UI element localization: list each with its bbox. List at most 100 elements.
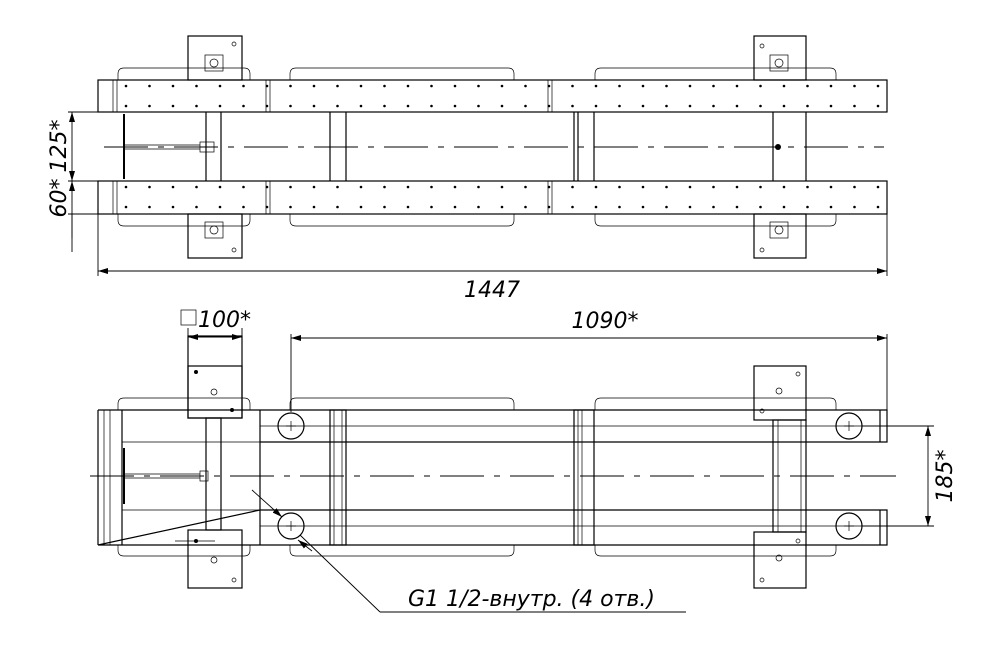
rail-dot: [618, 84, 621, 88]
rail-dot: [265, 84, 269, 88]
rail-dot: [782, 185, 786, 189]
rail-dot: [218, 185, 222, 189]
rail-dot: [242, 104, 245, 108]
top-bracket-right-lower: [753, 213, 807, 259]
rail-dot: [406, 104, 410, 108]
rail-dot: [336, 104, 339, 108]
rail-dot: [524, 205, 527, 209]
rail-dot: [383, 104, 386, 108]
rail-perforation-dots: [124, 84, 880, 209]
rail-dot: [171, 185, 175, 189]
rail-dot: [500, 104, 504, 108]
bottom-view: 100* 1090* 185* G1 1/2-внутр. (4 отв.): [90, 308, 958, 613]
rail-dot: [853, 104, 856, 108]
rail-dot: [124, 185, 128, 189]
rail-dot: [735, 185, 739, 189]
rail-dot: [171, 205, 175, 209]
dim-label-60: 60*: [47, 179, 72, 218]
rail-dot: [148, 185, 151, 189]
rail-dot: [383, 84, 386, 88]
rail-dot: [453, 104, 457, 108]
rail-dot: [477, 205, 480, 209]
rail-dot: [171, 84, 175, 88]
rail-dot: [829, 84, 833, 88]
rail-dot: [218, 205, 222, 209]
rail-dot: [195, 205, 198, 209]
dim-label-100: 100*: [198, 308, 251, 333]
rail-dot: [430, 205, 433, 209]
rail-dot: [688, 205, 692, 209]
rail-dot: [806, 205, 809, 209]
dim-label-1447: 1447: [464, 278, 520, 303]
top-view: 125* 60* 1447: [47, 35, 888, 303]
rail-dot: [782, 84, 786, 88]
rail-dot: [148, 84, 151, 88]
rail-dot: [712, 185, 715, 189]
rail-dot: [289, 84, 292, 88]
dim-label-1090: 1090*: [572, 309, 639, 334]
rail-dot: [594, 104, 598, 108]
rail-dot: [383, 205, 386, 209]
rail-dot: [477, 104, 480, 108]
rail-dot: [265, 104, 269, 108]
rail-dot: [500, 205, 504, 209]
rail-dot: [148, 104, 151, 108]
rail-dot: [759, 104, 762, 108]
rail-dot: [618, 104, 621, 108]
rail-dot: [312, 205, 316, 209]
rail-dot: [853, 84, 856, 88]
rail-dot: [735, 84, 739, 88]
port-callout: G1 1/2-внутр. (4 отв.): [251, 489, 686, 613]
bottom-bracket-left-upper: [187, 335, 243, 419]
rail-dot: [477, 84, 480, 88]
rail-dot: [641, 104, 645, 108]
rail-dot: [453, 205, 457, 209]
rail-dot: [853, 205, 856, 209]
rail-dot: [594, 205, 598, 209]
rail-dot: [477, 185, 480, 189]
rail-dot: [359, 185, 363, 189]
rail-dot: [665, 185, 668, 189]
rail-dot: [641, 84, 645, 88]
dim-1447: 1447: [97, 214, 888, 303]
bottom-cross-members: [205, 409, 807, 546]
dim-185: 185*: [862, 425, 958, 527]
rail-dot: [876, 84, 880, 88]
rail-dot: [524, 104, 527, 108]
rail-dot: [688, 185, 692, 189]
rail-dot: [312, 185, 316, 189]
port-callout-text: G1 1/2-внутр. (4 отв.): [408, 587, 655, 612]
bottom-frame-body: [97, 409, 888, 546]
rail-dot: [571, 205, 574, 209]
rail-dot: [406, 84, 410, 88]
rail-dot: [712, 205, 715, 209]
rail-dot: [782, 104, 786, 108]
rail-dot: [547, 84, 551, 88]
rail-dot: [453, 185, 457, 189]
rail-dot: [242, 84, 245, 88]
rail-dot: [336, 84, 339, 88]
rail-dot: [641, 185, 645, 189]
rail-dot: [829, 185, 833, 189]
bottom-bracket-left-lower: [175, 529, 243, 589]
rail-dot: [359, 104, 363, 108]
rail-dot: [735, 205, 739, 209]
rail-dot: [876, 104, 880, 108]
rail-dot: [571, 185, 574, 189]
rail-dot: [312, 104, 316, 108]
rail-dot: [571, 104, 574, 108]
rail-dot: [430, 84, 433, 88]
rail-dot: [289, 104, 292, 108]
rail-dot: [594, 84, 598, 88]
rail-dot: [759, 84, 762, 88]
rail-dot: [665, 84, 668, 88]
top-rail-upper: [97, 79, 888, 113]
top-bracket-right-upper: [753, 35, 807, 81]
rail-dot: [430, 104, 433, 108]
rail-dot: [171, 104, 175, 108]
rail-dot: [688, 104, 692, 108]
top-screw-rod: [123, 114, 215, 179]
rail-dot: [242, 205, 245, 209]
rail-dot: [641, 205, 645, 209]
rail-dot: [430, 185, 433, 189]
